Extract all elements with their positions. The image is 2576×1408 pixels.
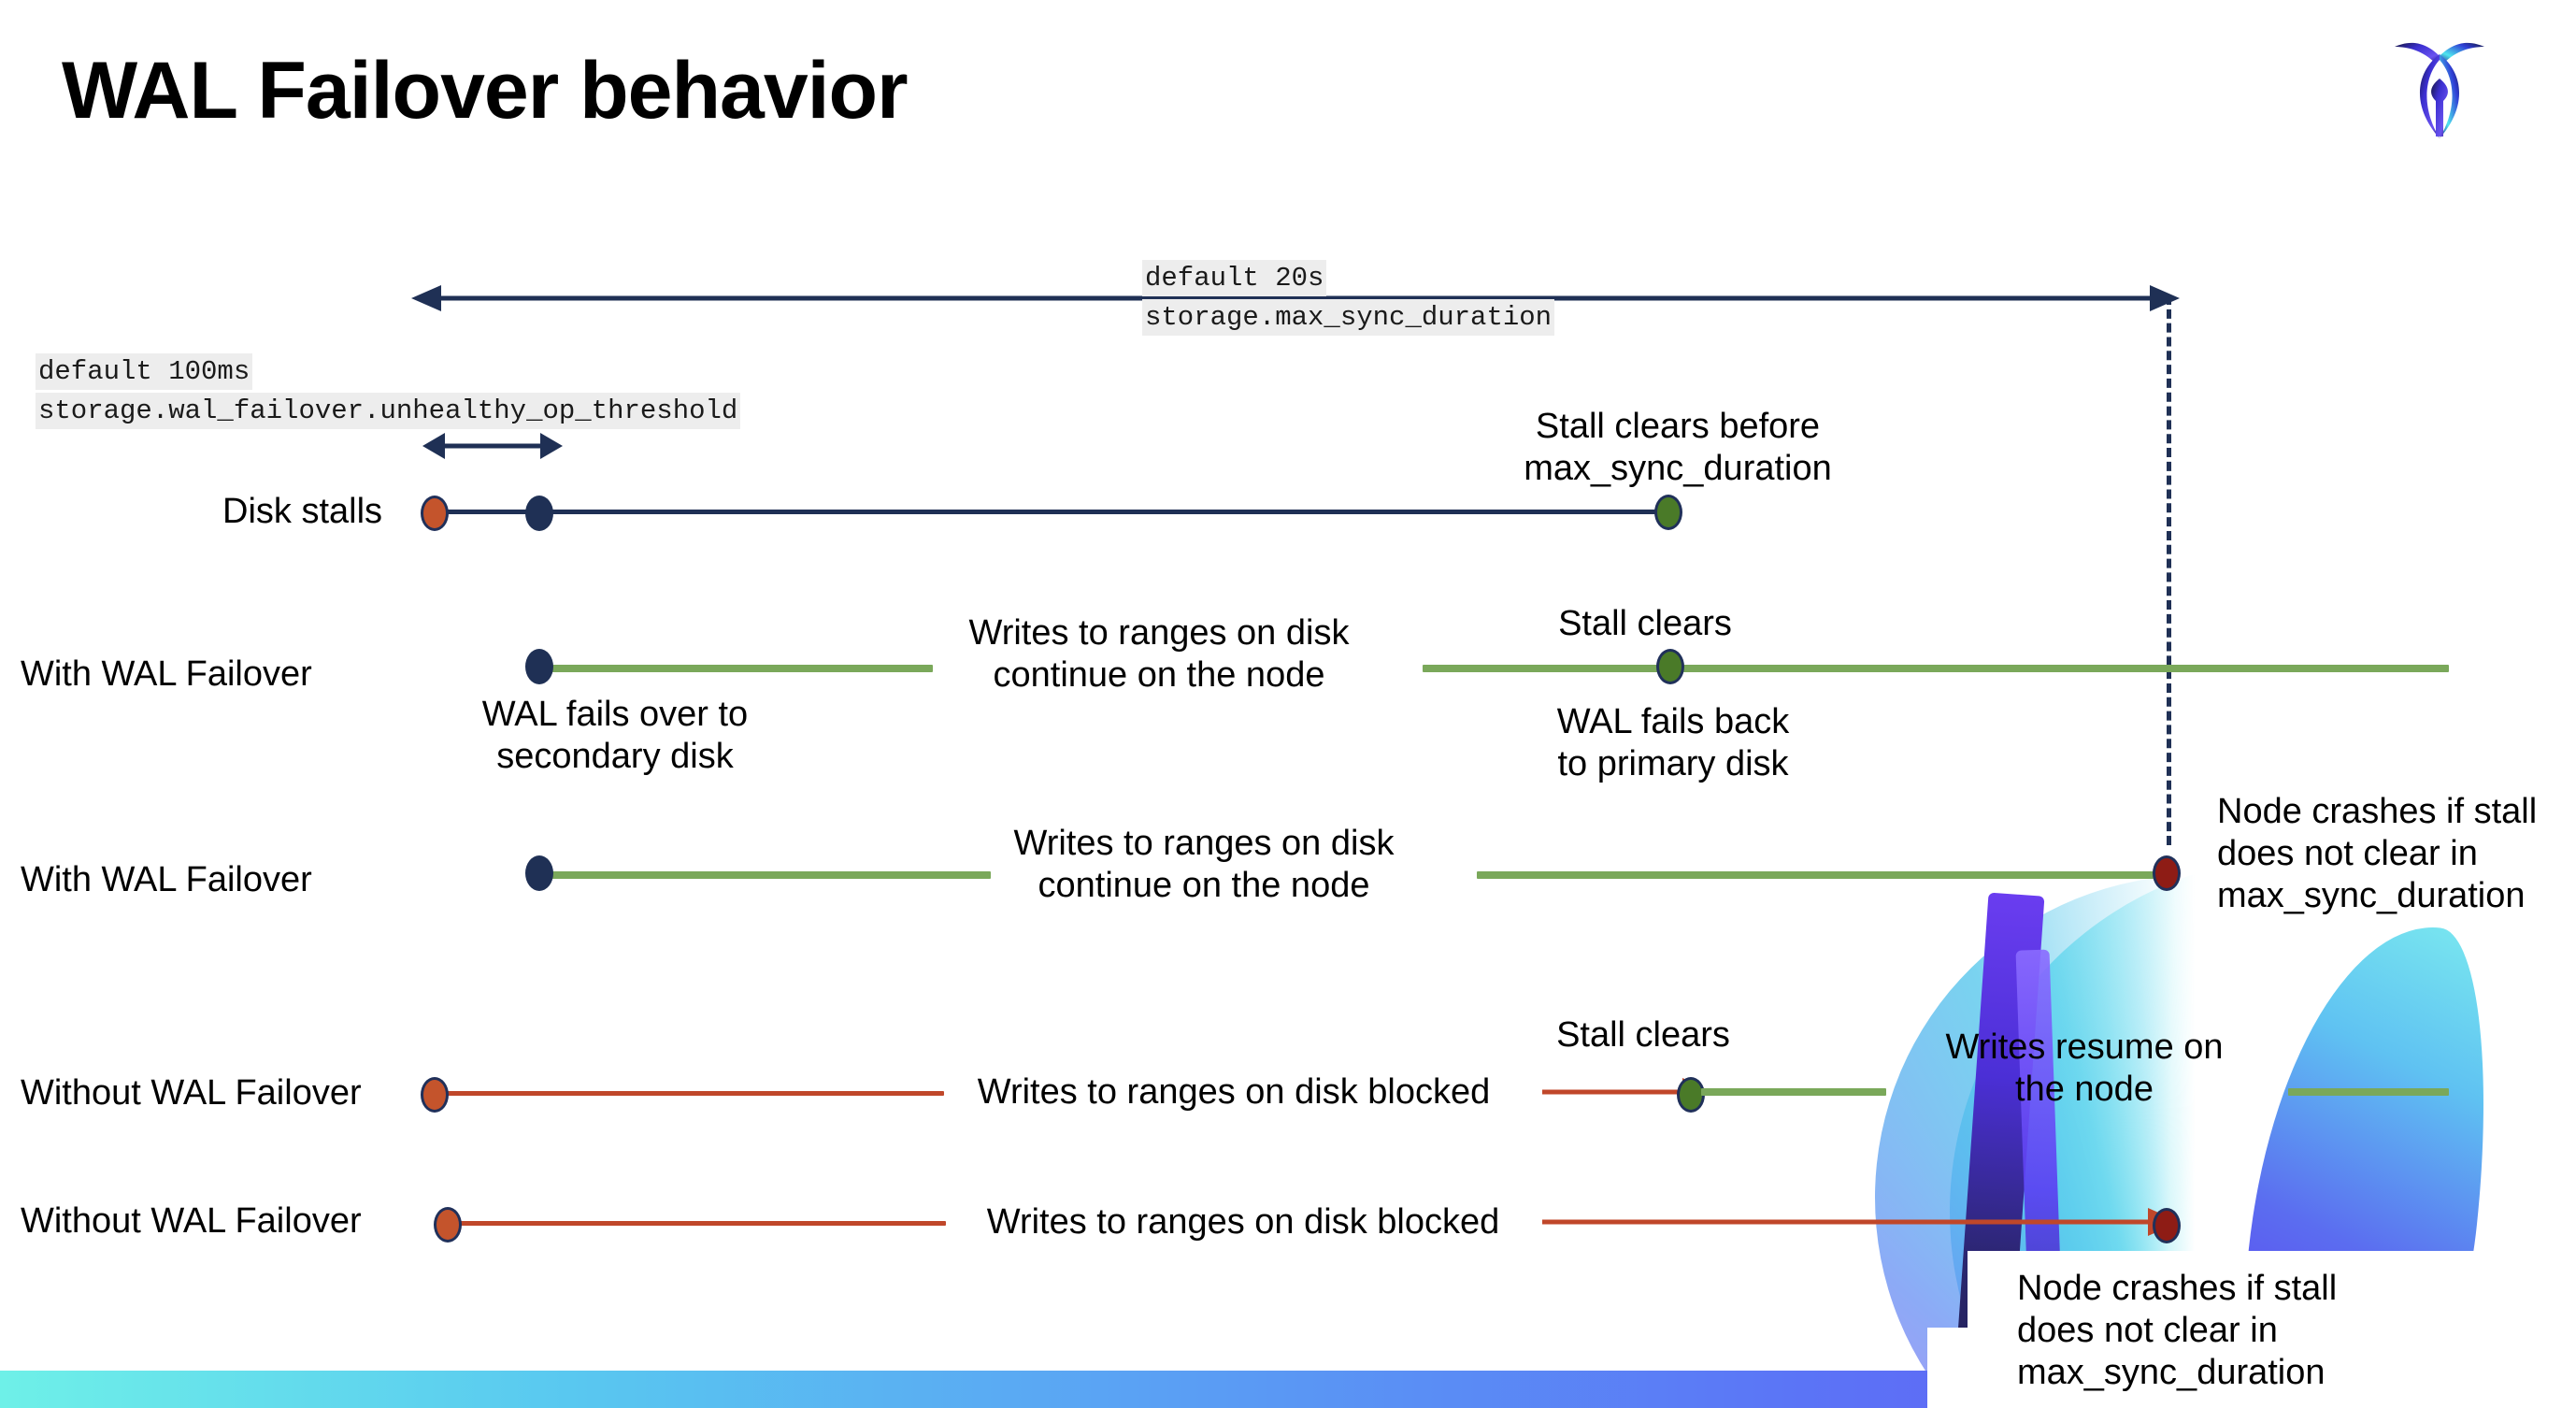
dashed-vertical-line-icon bbox=[2167, 295, 2171, 845]
row-label-disk-stalls: Disk stalls bbox=[222, 492, 383, 531]
without-failover-2-arrow bbox=[1542, 1208, 2180, 1236]
with-failover-2-seg-a bbox=[542, 871, 991, 879]
without-failover-1-seg-a bbox=[439, 1091, 944, 1096]
note-writes-blocked-1: Writes to ranges on disk blocked bbox=[977, 1072, 1491, 1112]
without-failover-2-start-dot bbox=[434, 1207, 462, 1243]
row-label-without-wal-failover-2: Without WAL Failover bbox=[21, 1201, 362, 1241]
disk-stalls-clear-dot bbox=[1654, 495, 1682, 530]
unhealthy-op-threshold-arrow bbox=[422, 433, 563, 459]
row-label-with-wal-failover-2: With WAL Failover bbox=[21, 860, 312, 899]
max-sync-duration-arrow bbox=[411, 285, 2180, 311]
row-label-with-wal-failover-1: With WAL Failover bbox=[21, 654, 312, 694]
note-wal-fails-back: WAL fails back to primary disk bbox=[1556, 702, 1790, 783]
with-failover-1-seg-a bbox=[542, 665, 933, 672]
note-writes-continue-1: Writes to ranges on disk continue on the… bbox=[968, 613, 1350, 695]
disk-stalls-failover-dot bbox=[525, 496, 553, 531]
with-failover-2-seg-b bbox=[1477, 871, 2168, 879]
note-stall-clears-before: Stall clears before max_sync_duration bbox=[1524, 407, 1832, 488]
with-failover-1-failover-dot bbox=[525, 649, 553, 684]
with-failover-2-failover-dot bbox=[525, 855, 553, 891]
with-failover-1-clear-dot bbox=[1656, 649, 1684, 684]
without-failover-1-start-dot bbox=[421, 1077, 449, 1113]
note-node-crashes-1: Node crashes if stall does not clear in … bbox=[2217, 792, 2538, 915]
note-stall-clears-2: Stall clears bbox=[1556, 1015, 1730, 1055]
note-stall-clears-1: Stall clears bbox=[1558, 604, 1732, 643]
disk-stalls-start-dot bbox=[421, 496, 449, 531]
note-writes-continue-2: Writes to ranges on disk continue on the… bbox=[1013, 824, 1395, 905]
max-sync-duration-setting: storage.max_sync_duration bbox=[1142, 299, 1555, 337]
page-title: WAL Failover behavior bbox=[62, 46, 909, 136]
note-node-crashes-2: Node crashes if stall does not clear in … bbox=[2017, 1269, 2338, 1392]
note-wal-fails-over: WAL fails over to secondary disk bbox=[481, 695, 749, 776]
without-failover-2-crash-dot bbox=[2153, 1208, 2181, 1243]
disk-stalls-line bbox=[439, 510, 1673, 514]
unhealthy-op-threshold-default: default 100ms bbox=[36, 353, 253, 391]
row-label-without-wal-failover-1: Without WAL Failover bbox=[21, 1073, 362, 1113]
without-failover-1-seg-b bbox=[1701, 1088, 1886, 1096]
with-failover-2-crash-dot bbox=[2153, 855, 2181, 891]
max-sync-duration-default: default 20s bbox=[1142, 260, 1327, 297]
without-failover-2-seg-a bbox=[452, 1221, 946, 1226]
cockroachdb-logo-icon bbox=[2383, 26, 2496, 148]
note-writes-resume: Writes resume on the node bbox=[1945, 1027, 2224, 1109]
unhealthy-op-threshold-setting: storage.wal_failover.unhealthy_op_thresh… bbox=[36, 393, 741, 430]
without-failover-1-seg-c bbox=[2288, 1088, 2449, 1096]
note-writes-blocked-2: Writes to ranges on disk blocked bbox=[986, 1202, 1500, 1242]
with-failover-1-seg-b bbox=[1423, 665, 2449, 672]
